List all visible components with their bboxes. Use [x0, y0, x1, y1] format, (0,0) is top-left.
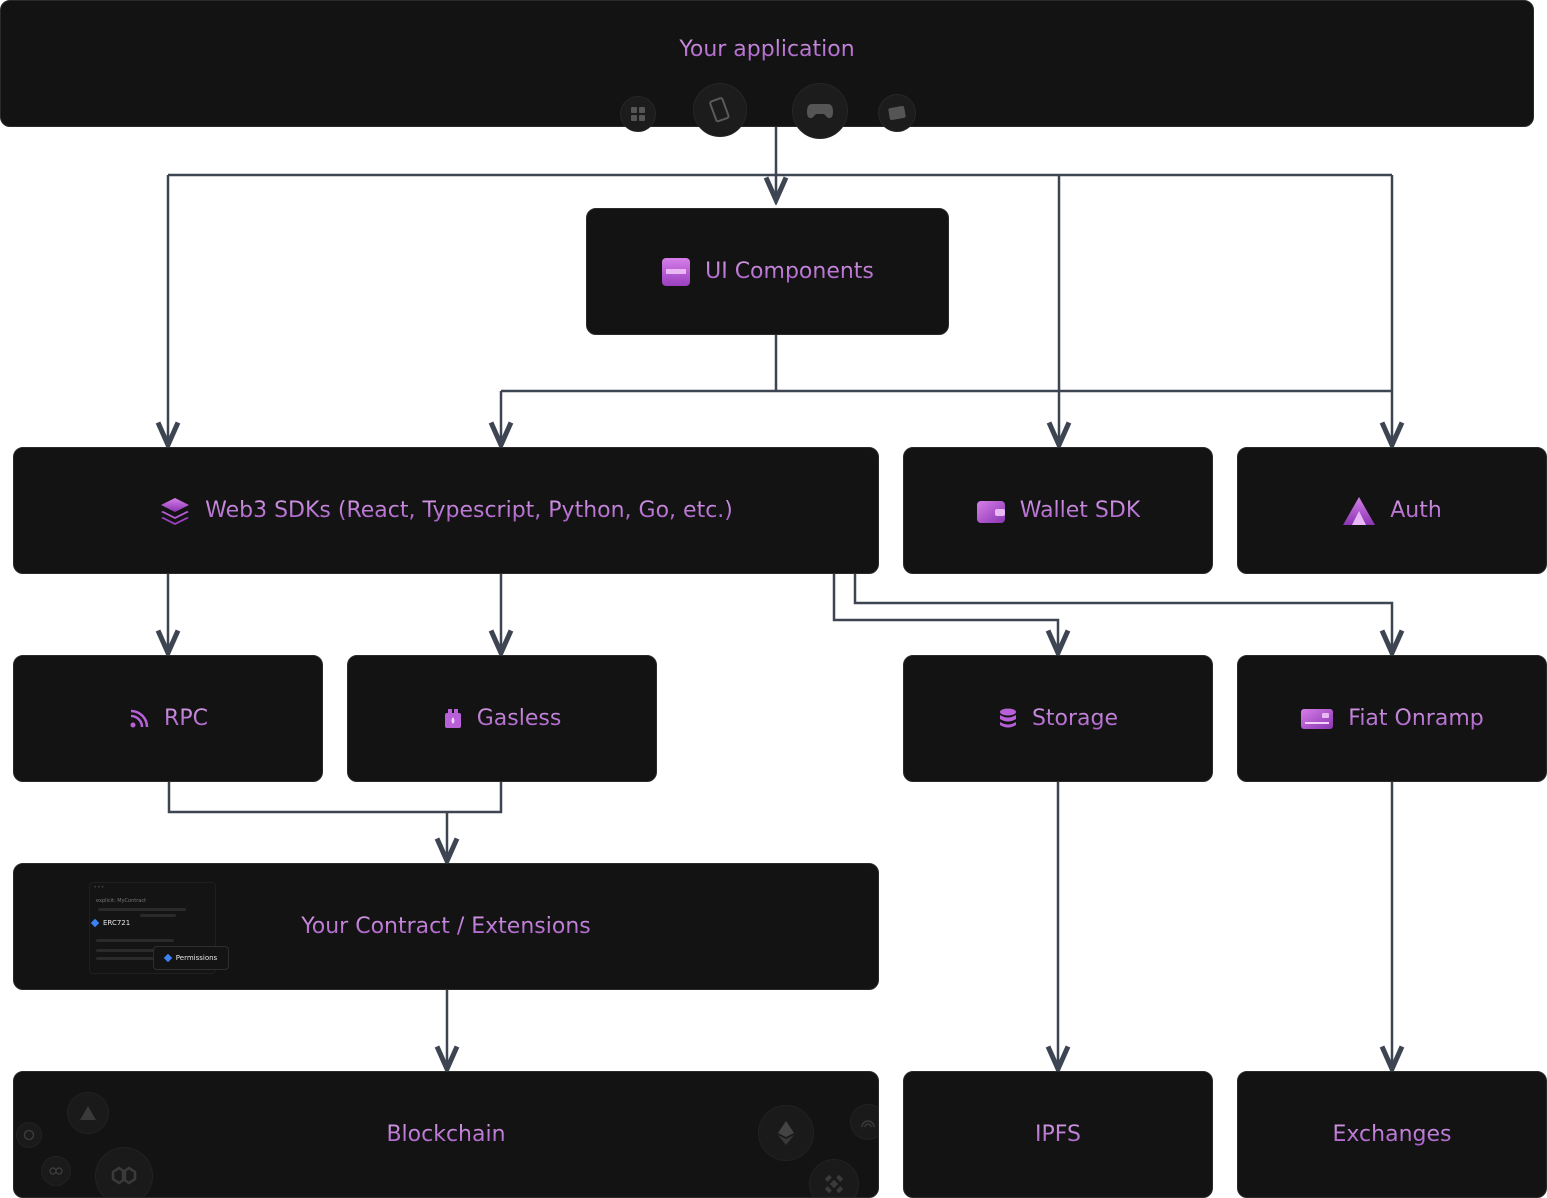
- app-icons: [1, 1, 1533, 139]
- line-rpc-gasless-merge: [167, 781, 503, 814]
- node-ipfs-label: IPFS: [1035, 1122, 1081, 1147]
- node-your-application-label: Your application: [679, 37, 855, 62]
- permissions-badge: Permissions: [153, 946, 229, 970]
- link-icon: [41, 1156, 71, 1186]
- node-contract: Your Contract / Extensions • • • explici…: [13, 863, 879, 990]
- binance-icon: [809, 1159, 859, 1197]
- node-gasless: Gasless: [347, 655, 657, 782]
- preview-header: explicit: MyContract: [96, 898, 147, 904]
- node-fiat-onramp: Fiat Onramp: [1237, 655, 1547, 782]
- node-ui-components: UI Components: [586, 208, 949, 335]
- node-ui-components-label: UI Components: [705, 259, 874, 284]
- grid-icon: [620, 96, 656, 132]
- rss-icon: [128, 708, 150, 730]
- node-web3-sdks-label: Web3 SDKs (React, Typescript, Python, Go…: [205, 498, 733, 523]
- database-icon: [998, 708, 1018, 730]
- node-exchanges: Exchanges: [1237, 1071, 1547, 1198]
- rainbow-chain-icon: [850, 1104, 878, 1140]
- node-auth-label: Auth: [1390, 498, 1442, 523]
- node-storage-label: Storage: [1031, 706, 1119, 731]
- diamond-icon: [90, 918, 100, 928]
- node-storage: Storage: [903, 655, 1213, 782]
- gas-icon: [443, 708, 463, 730]
- node-your-application: Your application: [0, 0, 1534, 139]
- chain-logo-icon: [16, 1122, 42, 1148]
- auth-triangle-icon: [1342, 496, 1376, 526]
- node-exchanges-label: Exchanges: [1332, 1122, 1452, 1147]
- node-contract-label: Your Contract / Extensions: [301, 914, 591, 939]
- node-web3-sdks: Web3 SDKs (React, Typescript, Python, Go…: [13, 447, 879, 574]
- browser-icon: [878, 94, 916, 132]
- layers-icon: [159, 496, 191, 526]
- line-web3-fiat: [853, 573, 1392, 653]
- node-rpc: RPC: [13, 655, 323, 782]
- credit-card-icon: [1300, 708, 1334, 730]
- node-blockchain-label: Blockchain: [386, 1122, 506, 1147]
- node-fiat-onramp-label: Fiat Onramp: [1348, 706, 1484, 731]
- ui-components-icon: [661, 257, 691, 287]
- polygon-icon: [95, 1147, 153, 1197]
- node-wallet-sdk-label: Wallet SDK: [1019, 498, 1141, 523]
- preview-dots: • • •: [94, 885, 104, 891]
- diamond-icon: [163, 953, 173, 963]
- node-ipfs: IPFS: [903, 1071, 1213, 1198]
- node-rpc-label: RPC: [164, 706, 208, 731]
- node-auth: Auth: [1237, 447, 1547, 574]
- node-blockchain: Blockchain: [13, 1071, 879, 1198]
- erc721-badge: ERC721: [90, 918, 130, 928]
- wallet-icon: [976, 498, 1006, 524]
- avalanche-icon: [67, 1092, 109, 1134]
- node-gasless-label: Gasless: [476, 706, 562, 731]
- line-web3-storage: [832, 573, 1058, 653]
- node-wallet-sdk: Wallet SDK: [903, 447, 1213, 574]
- ethereum-icon: [758, 1105, 814, 1161]
